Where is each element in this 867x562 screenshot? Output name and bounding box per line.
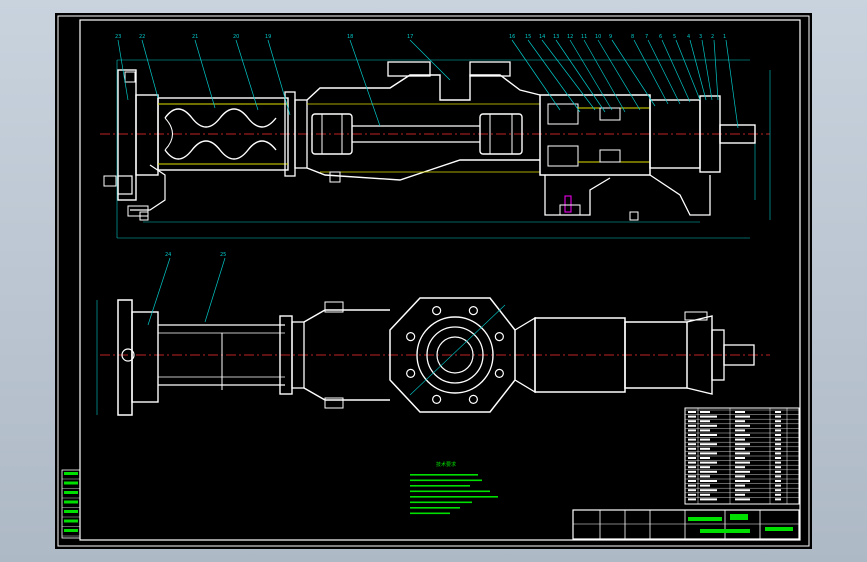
note-line xyxy=(410,485,470,487)
bolt-hole xyxy=(494,332,504,342)
inner-frame xyxy=(79,19,801,541)
notes-heading: 技术要求 xyxy=(436,461,456,468)
balloon-label: 20 xyxy=(233,34,239,40)
balloon-label: 19 xyxy=(265,34,271,40)
balloon-label: 22 xyxy=(139,34,145,40)
section-view xyxy=(100,59,771,239)
bolt-hole xyxy=(406,368,416,378)
note-line xyxy=(410,490,490,493)
note-line xyxy=(410,501,472,504)
balloon-label: 25 xyxy=(220,252,226,258)
balloon-label: 7 xyxy=(645,34,648,40)
note-line xyxy=(410,496,498,498)
balloon-label: 15 xyxy=(525,34,531,40)
bolt-hole xyxy=(406,332,416,342)
balloon-label: 16 xyxy=(509,34,515,40)
balloon-labels-bottom: 24 25 xyxy=(165,252,226,258)
balloon-label: 17 xyxy=(407,34,413,40)
balloon-leaders-bottom xyxy=(147,257,226,326)
balloon-label: 12 xyxy=(567,34,573,40)
revision-box xyxy=(61,469,81,539)
title-block xyxy=(572,509,800,540)
balloon-label: 2 xyxy=(711,34,714,40)
bolt-hole xyxy=(432,394,442,404)
technical-notes: 技术要求 xyxy=(410,461,498,515)
balloon-label: 23 xyxy=(115,34,121,40)
bolt-hole xyxy=(432,306,442,316)
balloon-label: 5 xyxy=(673,34,676,40)
balloon-label: 11 xyxy=(581,34,587,40)
balloon-label: 13 xyxy=(553,34,559,40)
bolt-hole-pattern xyxy=(406,306,504,404)
note-line xyxy=(410,479,482,482)
balloon-label: 10 xyxy=(595,34,601,40)
drawing-sheet xyxy=(55,13,812,549)
plan-view xyxy=(96,297,770,416)
balloon-label: 24 xyxy=(165,252,171,258)
bolt-hole xyxy=(468,306,478,316)
bolt-hole xyxy=(494,368,504,378)
balloon-label: 18 xyxy=(347,34,353,40)
balloon-label: 6 xyxy=(659,34,662,40)
balloon-label: 8 xyxy=(631,34,634,40)
note-line xyxy=(410,507,460,509)
parts-list xyxy=(684,407,800,505)
balloon-label: 4 xyxy=(687,34,690,40)
balloon-label: 1 xyxy=(723,34,726,40)
balloon-label: 14 xyxy=(539,34,545,40)
note-line xyxy=(410,474,478,476)
balloon-label: 9 xyxy=(609,34,612,40)
balloon-label: 3 xyxy=(699,34,702,40)
bolt-hole xyxy=(468,394,478,404)
outer-frame xyxy=(57,15,810,547)
note-line xyxy=(410,512,450,515)
balloon-label: 21 xyxy=(192,34,198,40)
balloon-leaders xyxy=(117,39,739,129)
